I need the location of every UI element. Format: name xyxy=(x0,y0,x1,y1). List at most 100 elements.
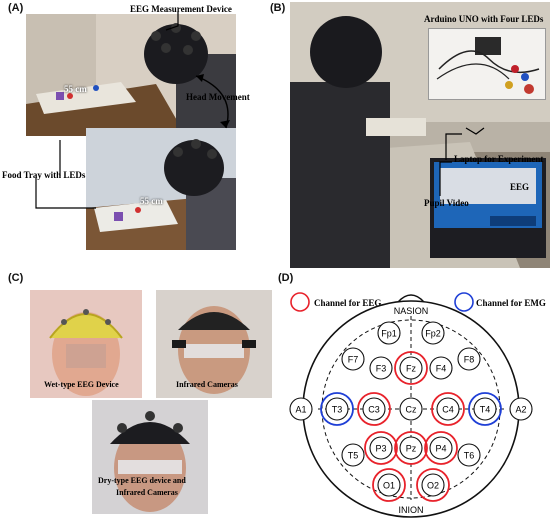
electrode-fp2: Fp2 xyxy=(421,321,445,345)
panel-b-arrows xyxy=(439,127,485,196)
electrode-cz-circle xyxy=(399,397,423,421)
electrode-f7-label: F7 xyxy=(348,355,359,365)
legend-emg-marker xyxy=(454,292,474,312)
panel-d-label: (D) xyxy=(278,272,294,284)
electrode-o2: O2 xyxy=(416,468,450,502)
electrode-t4-label: T4 xyxy=(480,405,491,415)
electrode-o2-highlight xyxy=(416,468,450,502)
electrode-c4: C4 xyxy=(431,392,465,426)
electrode-t6-circle xyxy=(457,443,481,467)
legend-eeg-text: Channel for EEG xyxy=(314,298,381,308)
photo-infrared xyxy=(156,290,272,398)
arduino-inset xyxy=(428,28,546,100)
electrode-p3-label: P3 xyxy=(375,444,386,454)
electrode-f4: F4 xyxy=(429,356,453,380)
electrode-t5: T5 xyxy=(341,443,365,467)
electrode-a2-label: A2 xyxy=(515,405,526,415)
electrode-t4: T4 xyxy=(468,392,502,426)
electrode-o1-label: O1 xyxy=(383,481,395,491)
wet-eeg-scene xyxy=(30,290,142,398)
electrode-fz-label: Fz xyxy=(406,364,416,374)
electrode-o1: O1 xyxy=(372,468,406,502)
electrode-c3: C3 xyxy=(357,392,391,426)
electrode-f8-label: F8 xyxy=(464,355,475,365)
electrode-f4-circle xyxy=(429,356,453,380)
annotation-pupil: Pupil Video xyxy=(424,198,469,208)
electrode-a2: A2 xyxy=(509,397,533,421)
electrode-c4-highlight xyxy=(431,392,465,426)
electrode-t6: T6 xyxy=(457,443,481,467)
electrode-p4-label: P4 xyxy=(435,444,446,454)
electrode-o1-circle xyxy=(377,473,401,497)
electrode-fz-circle xyxy=(399,356,423,380)
infrared-scene xyxy=(156,290,272,398)
electrode-o2-circle xyxy=(421,473,445,497)
electrode-c3-label: C3 xyxy=(368,405,380,415)
electrode-fp1: Fp1 xyxy=(377,321,401,345)
electrode-a1-circle xyxy=(289,397,313,421)
annotation-food-tray: Food Tray with LEDs xyxy=(2,170,86,180)
panel-a-arrows xyxy=(35,12,230,209)
electrode-cz: Cz xyxy=(399,397,423,421)
electrode-a1: A1 xyxy=(289,397,313,421)
panel-a-label: (A) xyxy=(8,2,24,14)
electrode-p4: P4 xyxy=(424,431,458,465)
annotation-eeg: EEG xyxy=(510,182,530,192)
electrode-f8: F8 xyxy=(457,347,481,371)
electrode-f3-circle xyxy=(369,356,393,380)
electrode-a1-label: A1 xyxy=(295,405,306,415)
electrode-p4-highlight xyxy=(424,431,458,465)
electrode-fz: Fz xyxy=(394,351,428,385)
electrode-fp1-circle xyxy=(377,321,401,345)
electrode-t3-highlight xyxy=(320,392,354,426)
annotation-arduino: Arduino UNO with Four LEDs xyxy=(424,14,544,24)
electrode-t3-circle xyxy=(325,397,349,421)
label-dry-line2: Infrared Cameras xyxy=(116,488,178,497)
photo-dry-eeg xyxy=(92,400,208,514)
electrode-t3: T3 xyxy=(320,392,354,426)
legend-eeg-marker xyxy=(290,292,310,312)
electrode-pz-highlight xyxy=(394,431,428,465)
nasion-label: NASION xyxy=(394,306,429,316)
electrode-c4-circle xyxy=(436,397,460,421)
panel-a-photo-bottom xyxy=(86,128,236,250)
photo-wet-eeg xyxy=(30,290,142,398)
electrode-a2-circle xyxy=(509,397,533,421)
electrode-p3-circle xyxy=(369,436,393,460)
panel-a-scene-bottom xyxy=(86,128,236,250)
electrode-pz: Pz xyxy=(394,431,428,465)
panel-c-label: (C) xyxy=(8,272,24,284)
electrode-fz-highlight xyxy=(394,351,428,385)
label-infrared: Infrared Cameras xyxy=(176,380,238,389)
label-dry-line1: Dry-type EEG device and xyxy=(98,476,186,485)
electrode-p4-circle xyxy=(429,436,453,460)
electrode-f3: F3 xyxy=(369,356,393,380)
electrode-t6-label: T6 xyxy=(464,451,475,461)
electrode-pz-label: Pz xyxy=(406,444,417,454)
electrode-c3-highlight xyxy=(357,392,391,426)
electrode-f3-label: F3 xyxy=(376,364,387,374)
electrode-t5-label: T5 xyxy=(348,451,359,461)
annotation-laptop: Laptop for Experiment xyxy=(454,154,544,164)
electrode-fp1-label: Fp1 xyxy=(381,329,397,339)
electrode-t5-circle xyxy=(341,443,365,467)
electrode-f7-circle xyxy=(341,347,365,371)
electrode-t3-label: T3 xyxy=(332,405,343,415)
inion-label: INION xyxy=(398,505,423,515)
electrode-f8-circle xyxy=(457,347,481,371)
electrode-c4-label: C4 xyxy=(442,405,454,415)
annotation-eeg-device: EEG Measurement Device xyxy=(130,4,232,14)
annotation-distance-bottom: 55 cm xyxy=(140,196,163,206)
electrode-f4-label: F4 xyxy=(436,364,447,374)
annotation-head-movement: Head Movement xyxy=(186,92,250,102)
electrode-p3-highlight xyxy=(364,431,398,465)
electrode-t4-highlight xyxy=(468,392,502,426)
eeg-montage-diagram: Channel for EEG Channel for EMG NASION I… xyxy=(289,292,546,518)
electrode-p3: P3 xyxy=(364,431,398,465)
dry-eeg-scene xyxy=(92,400,208,514)
annotation-distance-top: 55 cm xyxy=(64,84,87,94)
electrode-pz-circle xyxy=(399,436,423,460)
panel-b-label: (B) xyxy=(270,2,286,14)
electrode-t4-circle xyxy=(473,397,497,421)
